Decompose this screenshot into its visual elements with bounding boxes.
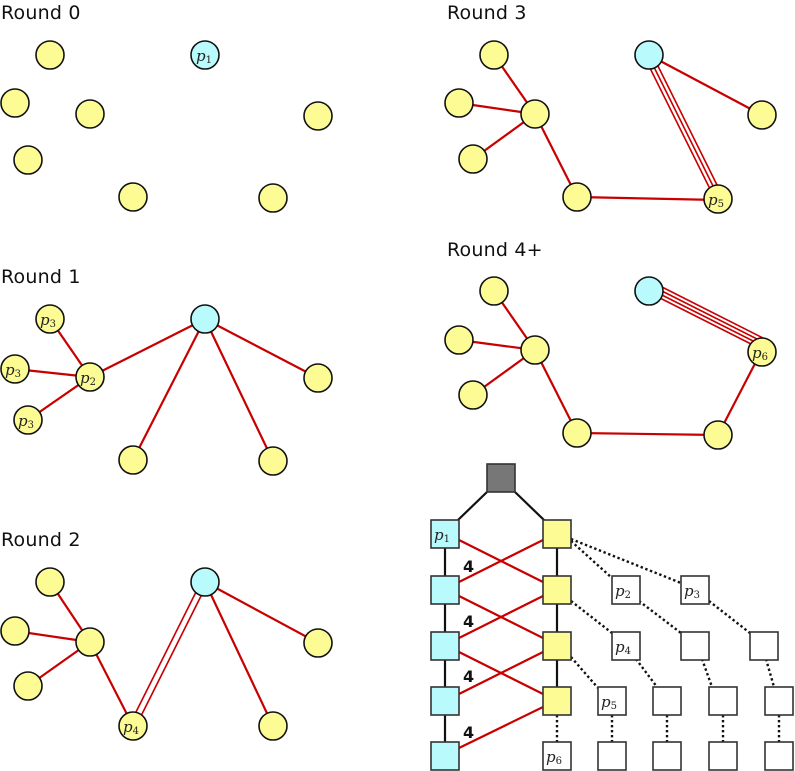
edge-weight-label: 4 [463,557,474,576]
node [13,671,43,701]
tree-box [680,631,710,661]
node [118,445,148,475]
node-p5 [703,184,733,214]
tree-box-yellow [542,519,572,549]
tree-label-p4: p4 [615,638,631,657]
round-0-title: Round 0 [1,2,81,24]
round-4-graph: p6 [444,276,777,450]
edge-weight-label: 4 [463,723,474,742]
node [75,99,105,129]
node [35,567,65,597]
tree-box-p6 [542,741,572,771]
node [303,628,333,658]
tree-box [652,686,682,716]
node [303,363,333,393]
node-label-p5: p5 [708,191,724,210]
tree-label-p6: p6 [546,748,562,767]
node-p1 [634,276,664,306]
node-p3 [0,354,30,384]
tree-box [749,631,779,661]
node-label-p6: p6 [752,344,768,363]
node [444,88,474,118]
tree-box-p5 [597,686,627,716]
tree-box-yellow [542,575,572,605]
round-3-graph: p5 [444,40,777,214]
node-p2 [75,362,105,392]
node [118,182,148,212]
round-2-graph: p4 [0,567,333,741]
node [258,183,288,213]
tree-label-p5: p5 [601,693,617,712]
node [303,101,333,131]
node-label-p3: p3 [5,361,21,380]
node-label-p3: p3 [18,412,34,431]
node [520,335,550,365]
round-1-title: Round 1 [1,266,81,288]
node [520,99,550,129]
node-p3 [13,405,43,435]
node-p1 [190,40,220,70]
tree-root-box [486,463,516,493]
tree-box [597,741,627,771]
tree-box [764,741,794,771]
node [0,616,30,646]
tree-box-cyan [430,686,460,716]
node-p1 [190,567,220,597]
node [0,88,30,118]
tree-box [764,686,794,716]
tree-box [708,741,738,771]
node [562,182,592,212]
tree-box-yellow [542,631,572,661]
node [444,325,474,355]
node [562,418,592,448]
node-label-p3: p3 [40,311,56,330]
node-p6 [747,337,777,367]
tree-label-p1: p1 [434,526,450,545]
node [258,711,288,741]
round-1-graph: p3 p3 p2 p3 [0,304,333,476]
tree-box-cyan [430,741,460,771]
node [35,40,65,70]
round-2-title: Round 2 [1,529,81,551]
round-0-graph: p1 [0,40,333,213]
node [747,100,777,130]
round-4-title: Round 4+ [447,239,543,261]
node [479,276,509,306]
tree-box-cyan [430,575,460,605]
node [13,145,43,175]
tree-diagram: p1 p2 p3 p4 p5 p6 4 4 [430,463,794,771]
round-3-title: Round 3 [447,2,527,24]
node [458,380,488,410]
tree-box-yellow [542,686,572,716]
node [479,40,509,70]
tree-box-p3 [680,575,710,605]
node-p4 [118,711,148,741]
node-p1 [634,40,664,70]
node-p3 [35,304,65,334]
tree-box-cyan [430,631,460,661]
node [75,627,105,657]
node-p1 [190,304,220,334]
node-label-p1: p1 [196,47,212,66]
tree-box-p2 [611,575,641,605]
tree-label-p2: p2 [615,582,631,601]
node [703,420,733,450]
tree-label-p3: p3 [684,582,700,601]
tree-box [652,741,682,771]
node [258,446,288,476]
tree-box-p1 [430,519,460,549]
node-label-p4: p4 [123,718,139,737]
node-label-p2: p2 [80,369,96,388]
edge-weight-label: 4 [463,667,474,686]
edge-weight-label: 4 [463,612,474,631]
tree-box-p4 [611,631,641,661]
tree-box [708,686,738,716]
node [458,144,488,174]
